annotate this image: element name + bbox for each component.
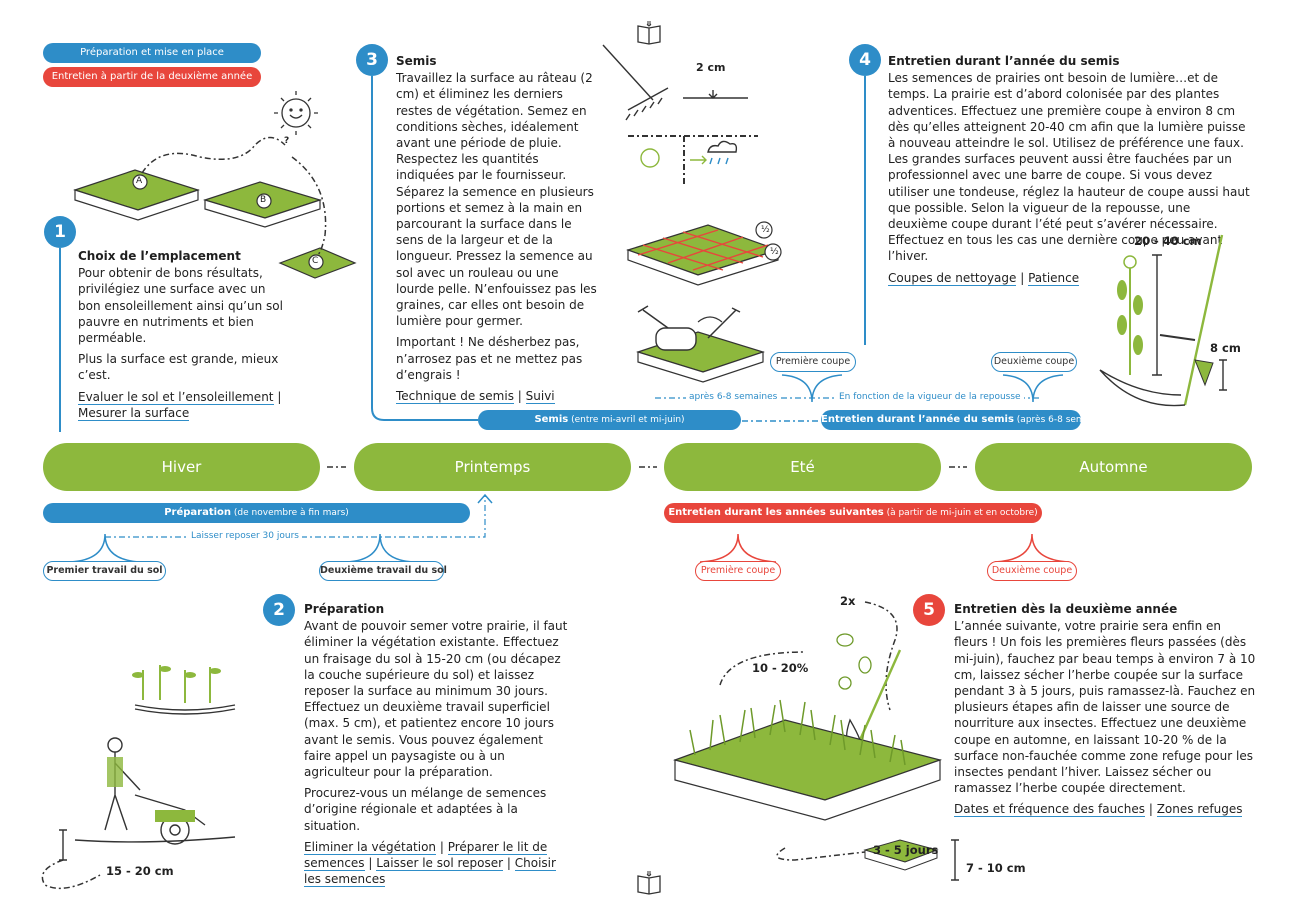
link-patience[interactable]: Patience <box>1028 270 1080 286</box>
link-laisser-reposer[interactable]: Laisser le sol reposer <box>376 856 504 872</box>
step3-title: Semis <box>396 54 437 68</box>
step1-title: Choix de l’emplacement <box>78 249 241 263</box>
timeline-entretien-suivantes: Entretien durant les années suivantes (à… <box>664 503 1042 523</box>
step3-links: Technique de semis | Suivi <box>396 389 555 405</box>
label-vigueur: En fonction de la vigueur de la repousse <box>836 392 1024 402</box>
height-label-8: 8 cm <box>1210 341 1241 355</box>
meadow-illustration <box>673 601 959 881</box>
zone-label-b: B <box>260 195 267 205</box>
bubble-deuxieme-coupe-suivantes: Deuxième coupe <box>987 561 1077 581</box>
book-icon-top[interactable] <box>636 20 662 45</box>
timeline-entretien-semis: Entretien durant l’année du semis (après… <box>821 410 1112 430</box>
step1-text: Pour obtenir de bons résultats, privilég… <box>78 266 283 346</box>
bubble-deuxieme-coupe-ete: Deuxième coupe <box>991 352 1077 372</box>
season-printemps: Printemps <box>354 443 631 491</box>
bubble-deuxieme-travail: Deuxième travail du sol <box>319 561 447 581</box>
link-dates-frequence[interactable]: Dates et fréquence des fauches <box>954 802 1146 818</box>
sowing-illustration <box>602 44 782 383</box>
tiller-illustration <box>41 665 236 890</box>
step2-title: Préparation <box>304 602 385 616</box>
link-coupes-nettoyage[interactable]: Coupes de nettoyage <box>888 270 1017 286</box>
step4-links: Coupes de nettoyage | Patience <box>888 270 1080 286</box>
step3-block: Semis Travaillez la surface au râteau (2… <box>396 53 600 405</box>
half-label-1: ½ <box>761 225 770 235</box>
bubble-premiere-coupe-suivantes: Première coupe <box>695 561 781 581</box>
label-apres-6-8: après 6-8 semaines <box>686 392 781 402</box>
step5-links: Dates et fréquence des fauches | Zones r… <box>954 802 1243 818</box>
mowing-count-label: 2x <box>840 594 856 608</box>
link-eliminer-vegetation[interactable]: Eliminer la végétation <box>304 839 437 855</box>
step2-block: Préparation Avant de pouvoir semer votre… <box>304 601 568 888</box>
step5-block: Entretien dès la deuxième année L’année … <box>954 601 1256 818</box>
legend-preparation: Préparation et mise en place <box>43 43 261 63</box>
step-number-3: 3 <box>356 44 388 76</box>
step-number-5: 5 <box>913 594 945 626</box>
step-number-4: 4 <box>849 44 881 76</box>
step4-block: Entretien durant l’année du semis Les se… <box>888 53 1254 286</box>
depth-label-15-20: 15 - 20 cm <box>106 864 174 878</box>
link-technique-semis[interactable]: Technique de semis <box>396 389 514 405</box>
half-label-2: ½ <box>770 247 779 257</box>
link-suivi[interactable]: Suivi <box>525 389 555 405</box>
cut-height-label: 7 - 10 cm <box>966 861 1026 875</box>
step4-text: Les semences de prairies ont besoin de l… <box>888 71 1250 264</box>
step3-warning: Important ! Ne désherbez pas, n’arrosez … <box>396 335 583 382</box>
step5-text: L’année suivante, votre prairie sera enf… <box>954 619 1256 796</box>
step5-title: Entretien dès la deuxième année <box>954 602 1178 616</box>
scythe-illustration <box>1099 234 1227 407</box>
step2-text: Avant de pouvoir semer votre prairie, il… <box>304 619 568 780</box>
season-hiver: Hiver <box>43 443 320 491</box>
rake-depth-label: 2 cm <box>696 61 726 74</box>
timeline-semis: Semis (entre mi-avril et mi-juin) <box>478 410 741 430</box>
season-ete: Eté <box>664 443 941 491</box>
link-choisir-semences[interactable]: Choisir les semences <box>304 856 556 888</box>
step2-note: Procurez-vous un mélange de semences d’o… <box>304 786 547 833</box>
zone-label-a: A <box>136 176 143 186</box>
label-reposer-30: Laisser reposer 30 jours <box>188 531 302 541</box>
bubble-premiere-coupe-ete: Première coupe <box>770 352 856 372</box>
question-mark: ? <box>284 136 290 146</box>
drying-days-label: 3 - 5 jours <box>873 843 939 857</box>
site-selection-illustration <box>73 91 357 279</box>
link-preparer-lit[interactable]: Préparer le lit de semences <box>304 839 548 872</box>
step3-text: Travaillez la surface au râteau (2 cm) e… <box>396 71 597 329</box>
timeline-preparation: Préparation (de novembre à fin mars) <box>43 503 470 523</box>
link-zones-refuges[interactable]: Zones refuges <box>1156 802 1243 818</box>
step1-note: Plus la surface est grande, mieux c’est. <box>78 352 279 383</box>
legend-entretien: Entretien à partir de la deuxième année <box>43 67 261 87</box>
step2-links: Eliminer la végétation | Préparer le lit… <box>304 839 556 888</box>
step1-links: Evaluer le sol et l’ensoleillement | Mes… <box>78 389 282 421</box>
height-label-20-40: 20 - 40 cm <box>1134 234 1202 248</box>
step-number-2: 2 <box>263 594 295 626</box>
step4-title: Entretien durant l’année du semis <box>888 54 1120 68</box>
season-automne: Automne <box>975 443 1252 491</box>
step-number-1: 1 <box>44 216 76 248</box>
step1-block: Choix de l’emplacement Pour obtenir de b… <box>78 248 290 421</box>
link-mesurer-surface[interactable]: Mesurer la surface <box>78 405 190 421</box>
refuge-percent-label: 10 - 20% <box>752 661 809 675</box>
book-icon-bottom[interactable] <box>636 870 662 895</box>
link-evaluer-sol[interactable]: Evaluer le sol et l’ensoleillement <box>78 389 274 405</box>
bubble-premier-travail: Premier travail du sol <box>43 561 166 581</box>
zone-label-c: C <box>312 256 319 266</box>
